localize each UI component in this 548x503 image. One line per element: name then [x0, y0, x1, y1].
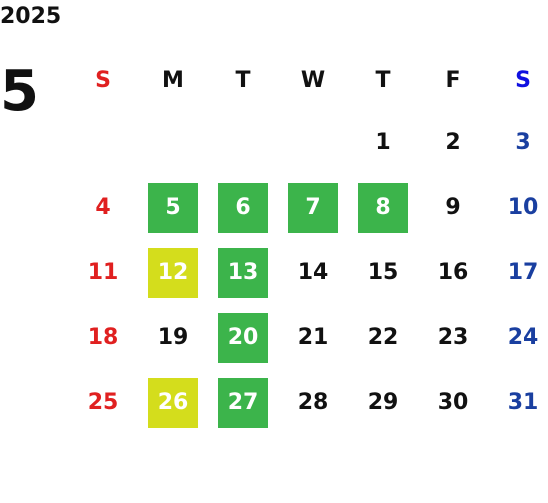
day-number: 6 [218, 182, 268, 233]
month-label: 5 [0, 59, 39, 124]
weekday-header: S [515, 67, 531, 93]
day-number: 15 [367, 260, 399, 285]
weekday-header: T [235, 67, 251, 93]
day-cell[interactable]: 9 [418, 175, 488, 240]
day-number: 23 [437, 325, 469, 350]
empty-day-cell [68, 110, 138, 175]
day-number: 25 [87, 390, 119, 415]
day-cell[interactable]: 4 [68, 175, 138, 240]
day-number: 4 [95, 195, 111, 220]
day-cell[interactable]: 23 [418, 305, 488, 370]
day-number: 9 [445, 195, 461, 220]
day-number: 12 [148, 247, 198, 298]
weekday-header: F [445, 67, 461, 93]
day-cell[interactable]: 8 [348, 175, 418, 240]
empty-day-cell [278, 110, 348, 175]
day-cell[interactable]: 5 [138, 175, 208, 240]
day-number: 11 [87, 260, 119, 285]
day-cell[interactable]: 1 [348, 110, 418, 175]
day-cell[interactable]: 21 [278, 305, 348, 370]
day-number: 21 [297, 325, 329, 350]
day-number: 18 [87, 325, 119, 350]
weekday-header: M [162, 67, 184, 93]
day-cell[interactable]: 24 [488, 305, 548, 370]
day-number: 14 [297, 260, 329, 285]
day-cell[interactable]: 15 [348, 240, 418, 305]
day-number: 1 [375, 130, 391, 155]
day-cell[interactable]: 19 [138, 305, 208, 370]
day-number: 29 [367, 390, 399, 415]
day-number [148, 118, 198, 168]
empty-day-cell [138, 110, 208, 175]
year-label: 2025 [0, 4, 62, 29]
day-number: 17 [507, 260, 539, 285]
day-cell[interactable]: 30 [418, 370, 488, 435]
day-cell[interactable]: 29 [348, 370, 418, 435]
day-cell[interactable]: 7 [278, 175, 348, 240]
day-number [218, 118, 268, 168]
weekday-header: S [95, 67, 111, 93]
day-cell[interactable]: 12 [138, 240, 208, 305]
day-cell[interactable]: 2 [418, 110, 488, 175]
day-cell[interactable]: 10 [488, 175, 548, 240]
day-number: 19 [157, 325, 189, 350]
day-number: 7 [288, 182, 338, 233]
day-cell[interactable]: 11 [68, 240, 138, 305]
day-number: 20 [218, 312, 268, 363]
day-cell[interactable]: 18 [68, 305, 138, 370]
day-cell[interactable]: 14 [278, 240, 348, 305]
empty-day-cell [208, 110, 278, 175]
day-cell[interactable]: 28 [278, 370, 348, 435]
day-number: 16 [437, 260, 469, 285]
day-number [78, 118, 128, 168]
day-number: 31 [507, 390, 539, 415]
day-number: 10 [507, 195, 539, 220]
weekday-header: W [300, 67, 326, 93]
day-number: 28 [297, 390, 329, 415]
day-number: 27 [218, 377, 268, 428]
day-number: 2 [445, 130, 461, 155]
day-cell[interactable]: 3 [488, 110, 548, 175]
day-number: 8 [358, 182, 408, 233]
day-number: 13 [218, 247, 268, 298]
day-number: 5 [148, 182, 198, 233]
day-number: 30 [437, 390, 469, 415]
day-cell[interactable]: 22 [348, 305, 418, 370]
weekday-header: T [375, 67, 391, 93]
day-cell[interactable]: 25 [68, 370, 138, 435]
day-cell[interactable]: 6 [208, 175, 278, 240]
day-number: 22 [367, 325, 399, 350]
day-number: 26 [148, 377, 198, 428]
day-number: 24 [507, 325, 539, 350]
day-cell[interactable]: 20 [208, 305, 278, 370]
day-cell[interactable]: 13 [208, 240, 278, 305]
day-cell[interactable]: 31 [488, 370, 548, 435]
day-number: 3 [515, 130, 531, 155]
day-cell[interactable]: 17 [488, 240, 548, 305]
day-cell[interactable]: 16 [418, 240, 488, 305]
day-cell[interactable]: 27 [208, 370, 278, 435]
day-cell[interactable]: 26 [138, 370, 208, 435]
day-number [288, 118, 338, 168]
